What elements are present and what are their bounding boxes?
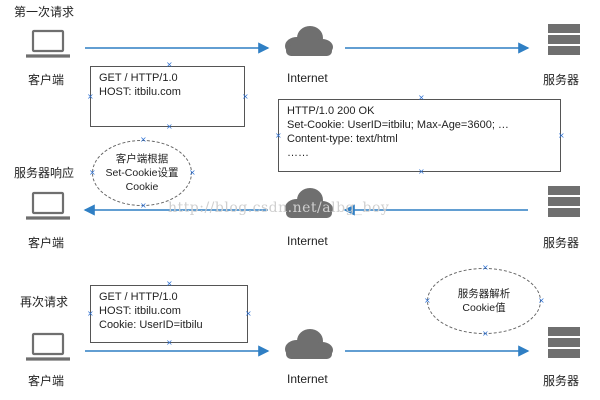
response-content-type: Content-type: text/html <box>287 133 398 145</box>
server-note-line: 服务器解析 <box>457 288 511 300</box>
response-message-box: HTTP/1.0 200 OK Set-Cookie: UserID=itbil… <box>278 99 561 172</box>
server-label: 服务器 <box>543 374 580 388</box>
request-line: GET / HTTP/1.0 <box>99 72 178 84</box>
selection-handle: × <box>140 135 147 144</box>
server-icon <box>548 186 580 217</box>
server-cookie-note: 服务器解析 Cookie值 <box>427 268 541 334</box>
selection-handle: × <box>482 263 489 272</box>
cloud-icon <box>285 26 333 56</box>
selection-handle: × <box>166 338 173 347</box>
selection-handle: × <box>275 131 282 140</box>
client-label: 客户端 <box>28 374 65 388</box>
selection-handle: × <box>418 167 425 176</box>
client-cookie-note: 客户端根据 Set-Cookie设置 Cookie <box>92 140 192 206</box>
selection-handle: × <box>242 92 249 101</box>
selection-handle: × <box>245 309 252 318</box>
selection-handle: × <box>424 296 431 305</box>
selection-handle: × <box>87 92 94 101</box>
client-note-line: Set-Cookie设置 <box>105 167 179 179</box>
client-label: 客户端 <box>28 73 65 87</box>
server-response-heading: 服务器响应 <box>14 166 75 180</box>
selection-handle: × <box>87 309 94 318</box>
request-host: HOST: itbilu.com <box>99 86 181 98</box>
selection-handle: × <box>418 93 425 102</box>
repeat-request-cookie: Cookie: UserID=itbilu <box>99 319 203 331</box>
selection-handle: × <box>482 329 489 338</box>
client-label: 客户端 <box>28 236 65 250</box>
selection-handle: × <box>89 168 96 177</box>
cloud-icon <box>285 188 333 218</box>
client-note-line: 客户端根据 <box>115 153 169 165</box>
internet-label: Internet <box>287 71 328 85</box>
internet-label: Internet <box>287 372 328 386</box>
cloud-icon <box>285 329 333 359</box>
selection-handle: × <box>166 60 173 69</box>
response-set-cookie: Set-Cookie: UserID=itbilu; Max-Age=3600;… <box>287 119 509 131</box>
server-label: 服务器 <box>543 236 580 250</box>
request-message-box: GET / HTTP/1.0 HOST: itbilu.com <box>90 66 245 127</box>
selection-handle: × <box>140 201 147 210</box>
selection-handle: × <box>538 296 545 305</box>
repeat-request-heading: 再次请求 <box>20 295 69 309</box>
selection-handle: × <box>166 279 173 288</box>
repeat-request-box: GET / HTTP/1.0 HOST: itbilu.com Cookie: … <box>90 285 248 343</box>
client-note-line: Cookie <box>125 181 159 193</box>
response-ellipsis: …… <box>287 147 309 159</box>
server-label: 服务器 <box>543 73 580 87</box>
laptop-icon <box>26 29 70 58</box>
server-icon <box>548 327 580 358</box>
watermark: http://blog.csdn.net/albg_boy <box>168 200 390 216</box>
repeat-request-line: GET / HTTP/1.0 <box>99 291 178 303</box>
selection-handle: × <box>189 168 196 177</box>
server-icon <box>548 24 580 55</box>
laptop-icon <box>26 191 70 220</box>
server-note-line: Cookie值 <box>462 302 506 314</box>
repeat-request-host: HOST: itbilu.com <box>99 305 181 317</box>
response-status-line: HTTP/1.0 200 OK <box>287 105 375 117</box>
internet-label: Internet <box>287 234 328 248</box>
selection-handle: × <box>558 131 565 140</box>
laptop-icon <box>26 332 70 361</box>
selection-handle: × <box>166 122 173 131</box>
first-request-heading: 第一次请求 <box>14 5 75 19</box>
